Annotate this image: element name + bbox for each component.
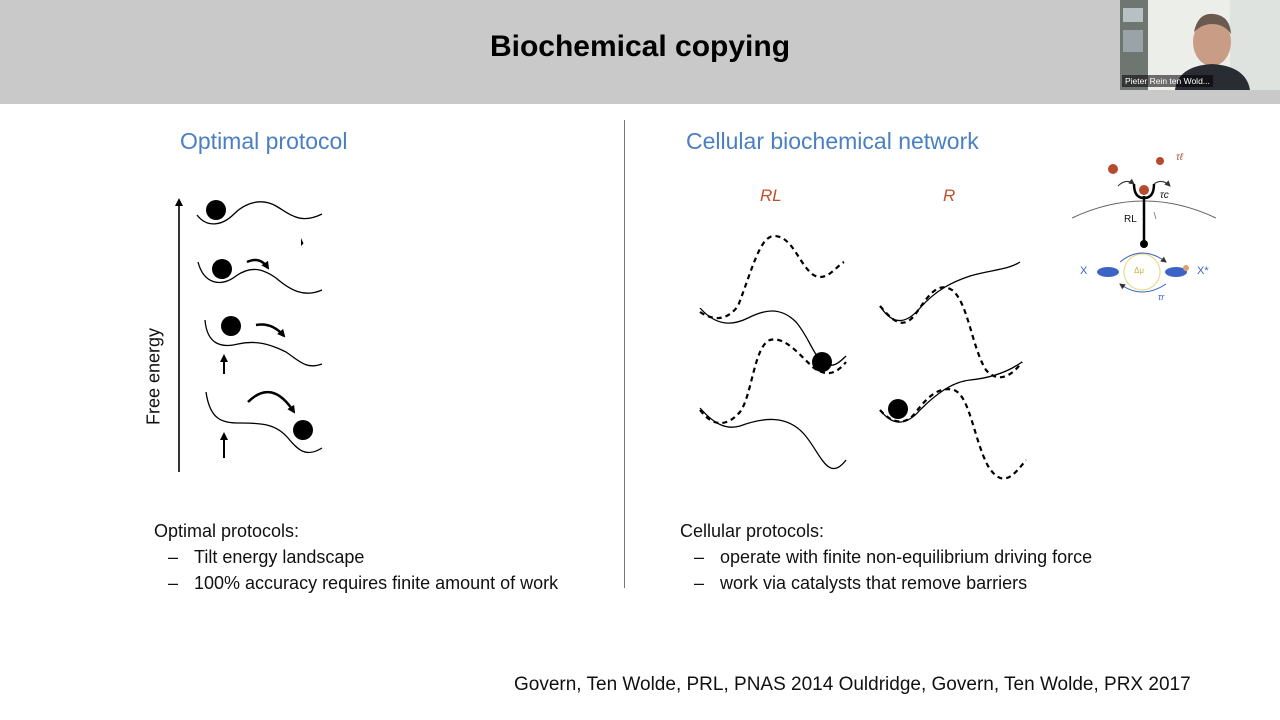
free-ligand: [1156, 157, 1164, 165]
r-landscape-top: [879, 261, 1023, 379]
mouse-cursor: [301, 238, 304, 246]
left-protocols: Optimal protocols: –Tilt energy landscap…: [154, 518, 558, 596]
citation: Govern, Ten Wolde, PRL, PNAS 2014 Ouldri…: [514, 674, 1191, 695]
right-heading: Cellular biochemical network: [686, 128, 979, 154]
right-protocols-heading: Cellular protocols:: [680, 521, 825, 541]
particle: [888, 399, 908, 419]
xstar-molecule: [1165, 267, 1187, 277]
particle: [221, 316, 241, 336]
particle: [812, 352, 832, 372]
slide-title: Biochemical copying: [489, 30, 791, 63]
bound-ligand: [1139, 185, 1149, 195]
transition-arrow: [246, 258, 270, 270]
r-landscape-bottom: [879, 361, 1027, 480]
landscape-1: [196, 200, 323, 225]
right-protocols: Cellular protocols: –operate with finite…: [680, 518, 1092, 596]
list-item: –100% accuracy requires finite amount of…: [168, 573, 559, 593]
inset-xstar-label: X*: [1197, 265, 1209, 277]
receptor-inset: [1071, 157, 1217, 293]
receptor-cup: [1132, 183, 1156, 200]
transition-arrow: [247, 390, 296, 414]
left-heading: Optimal protocol: [180, 128, 348, 154]
delta-mu-cycle: [1123, 253, 1161, 291]
rl-landscape-top: [699, 234, 847, 372]
inset-tau-c: τc: [1160, 190, 1169, 201]
r-state-label: R: [943, 186, 956, 205]
particle: [293, 420, 313, 440]
landscape-2: [197, 258, 323, 294]
x-molecule: [1097, 267, 1119, 277]
rl-state-label: RL: [760, 186, 782, 205]
particle: [206, 200, 226, 220]
list-item: –work via catalysts that remove barriers: [694, 573, 1028, 593]
inset-delta-mu: Δμ: [1134, 266, 1144, 275]
particle: [212, 259, 232, 279]
title-bar: Biochemical copying: [0, 0, 1280, 104]
landscape-3: [204, 316, 323, 374]
landscape-4: [205, 390, 323, 458]
free-ligand: [1108, 164, 1118, 174]
list-item: –operate with finite non-equilibrium dri…: [694, 547, 1093, 567]
inset-rl-label: RL: [1124, 214, 1137, 225]
inset-x-label: X: [1080, 265, 1088, 277]
transition-arrow: [255, 323, 286, 338]
left-protocols-heading: Optimal protocols:: [154, 521, 300, 541]
presenter-name: Pieter Rein ten Wold...: [1122, 75, 1213, 87]
rl-landscape-bottom: [699, 338, 847, 470]
inset-tau-l: τℓ: [1176, 152, 1183, 163]
column-divider: [624, 120, 625, 588]
inset-tau-r: τr: [1158, 292, 1165, 302]
list-item: –Tilt energy landscape: [168, 547, 365, 567]
webcam-thumbnail[interactable]: Pieter Rein ten Wold...: [1120, 0, 1280, 90]
